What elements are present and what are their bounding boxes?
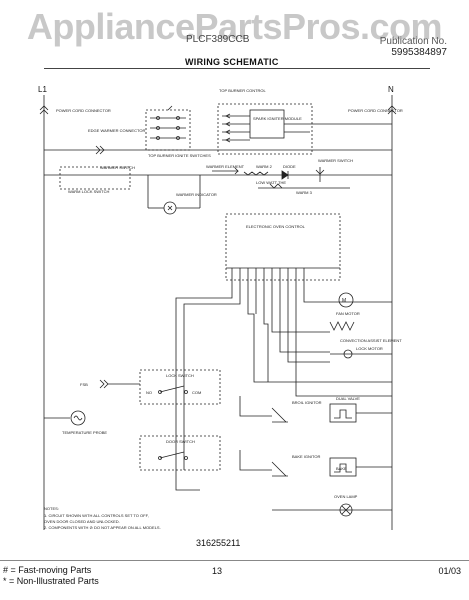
- schematic-title: WIRING SCHEMATIC: [185, 57, 279, 67]
- footer-legend: # = Fast-moving Parts * = Non-Illustrate…: [3, 565, 99, 587]
- oven-lamp: [272, 503, 392, 517]
- convection-label: CONVECTION ASSIST ELEMENT: [340, 338, 402, 343]
- page-number: 13: [212, 566, 223, 576]
- warm-3-label: WARM 3: [296, 190, 313, 195]
- diode-label: DIODE: [283, 164, 296, 169]
- top-burner-switches: [145, 105, 191, 151]
- part-number: 316255211: [196, 538, 241, 548]
- convection-element: [329, 321, 355, 331]
- broil-ignitor-circuit: [239, 396, 392, 423]
- l1-label: L1: [38, 85, 47, 94]
- fan-motor: M: [338, 292, 354, 308]
- note-line: OVEN DOOR CLOSED AND UNLOCKED.: [44, 519, 120, 524]
- warmer-circuit: [44, 166, 392, 215]
- warmer-element-label: WARMER ELEMENT: [206, 164, 245, 169]
- wiring-schematic: L1 N POWER CORD CONNECTOR POWER CORD CON…: [38, 85, 403, 530]
- warmer-indicator-label: WARMER INDICATOR: [176, 192, 217, 197]
- fan-motor-label: FAN MOTOR: [336, 311, 360, 316]
- warmer-switch-2-label: WARMER SWITCH: [318, 158, 353, 163]
- legend-fast-moving: # = Fast-moving Parts: [3, 565, 92, 575]
- spark-igniter-module: [217, 103, 392, 155]
- bake-ignitor-circuit: [239, 450, 392, 477]
- footer-rule: [0, 560, 469, 561]
- low-watt-label: LOW WATT THE: [256, 180, 286, 185]
- lock-motor-label: LOCK MOTOR: [356, 346, 383, 351]
- edge-warmer-connector: [95, 145, 105, 155]
- temperature-probe: [44, 410, 86, 426]
- warm-2-label: WARM 2: [256, 164, 273, 169]
- header-rule: [44, 68, 430, 69]
- lock-switch-no: NO: [146, 390, 152, 395]
- note-line: NOTES:: [44, 506, 59, 511]
- electronic-oven-control: [225, 213, 341, 281]
- fsb-label: FSB: [80, 382, 88, 387]
- note-line: 1. CIRCUIT SHOWN WITH ALL CONTROLS SET T…: [44, 513, 149, 518]
- svg-text:M: M: [342, 298, 346, 304]
- bake-label: BAKE: [336, 466, 347, 471]
- fsb-connector: [99, 379, 109, 389]
- broil-ignitor-label: BROIL IGNITOR: [292, 400, 322, 405]
- lock-switch: [139, 369, 221, 405]
- warm-lock-label: WARM LOCK SWITCH: [68, 189, 110, 194]
- publication-label: Publication No.: [379, 36, 447, 47]
- power-cord-right-label: POWER CORD CONNECTOR: [348, 108, 403, 113]
- note-line: 2. COMPONENTS WITH ⊘ DO NOT APPEAR ON AL…: [44, 525, 161, 530]
- power-cord-connector-right: [387, 105, 397, 111]
- top-burner-control-label: TOP BURNER CONTROL: [219, 88, 267, 93]
- warmer-switch-1-label: WARMER SWITCH: [100, 165, 135, 170]
- publication-number: 5995384897: [391, 47, 447, 58]
- lock-switch-label: LOCK SWITCH: [166, 373, 194, 378]
- lock-motor: [330, 349, 392, 359]
- door-switch: [139, 435, 221, 471]
- legend-non-illustrated: * = Non-Illustrated Parts: [3, 576, 99, 586]
- eoc-label: ELECTRONIC OVEN CONTROL: [246, 224, 306, 229]
- watermark: AppliancePartsPros.com: [26, 6, 443, 47]
- revision-date: 01/03: [438, 566, 461, 576]
- eoc-harness: [175, 276, 392, 491]
- publication-block: Publication No. 5995384897: [380, 36, 447, 58]
- power-cord-left-label: POWER CORD CONNECTOR: [56, 108, 111, 113]
- model-number: PLCF389CCB: [186, 34, 250, 45]
- schematic-notes: NOTES: 1. CIRCUIT SHOWN WITH ALL CONTROL…: [44, 506, 161, 530]
- door-switch-label: DOOR SWITCH: [166, 439, 195, 444]
- n-label: N: [388, 85, 394, 94]
- spark-igniter-label: SPARK IGNITER MODULE: [253, 116, 302, 121]
- edge-warmer-label: EDGE WARMER CONNECTOR: [88, 128, 145, 133]
- oven-lamp-label: OVEN LAMP: [334, 494, 358, 499]
- temp-probe-label: TEMPERATURE PROBE: [62, 430, 107, 435]
- power-cord-connector-left: [39, 105, 49, 111]
- bake-ignitor-label: BAKE IGNITOR: [292, 454, 320, 459]
- lock-switch-com: COM: [192, 390, 201, 395]
- dual-valve-label: DUAL VALVE: [336, 396, 360, 401]
- top-burner-switches-label: TOP BURNER IGNITE SWITCHES: [148, 153, 211, 158]
